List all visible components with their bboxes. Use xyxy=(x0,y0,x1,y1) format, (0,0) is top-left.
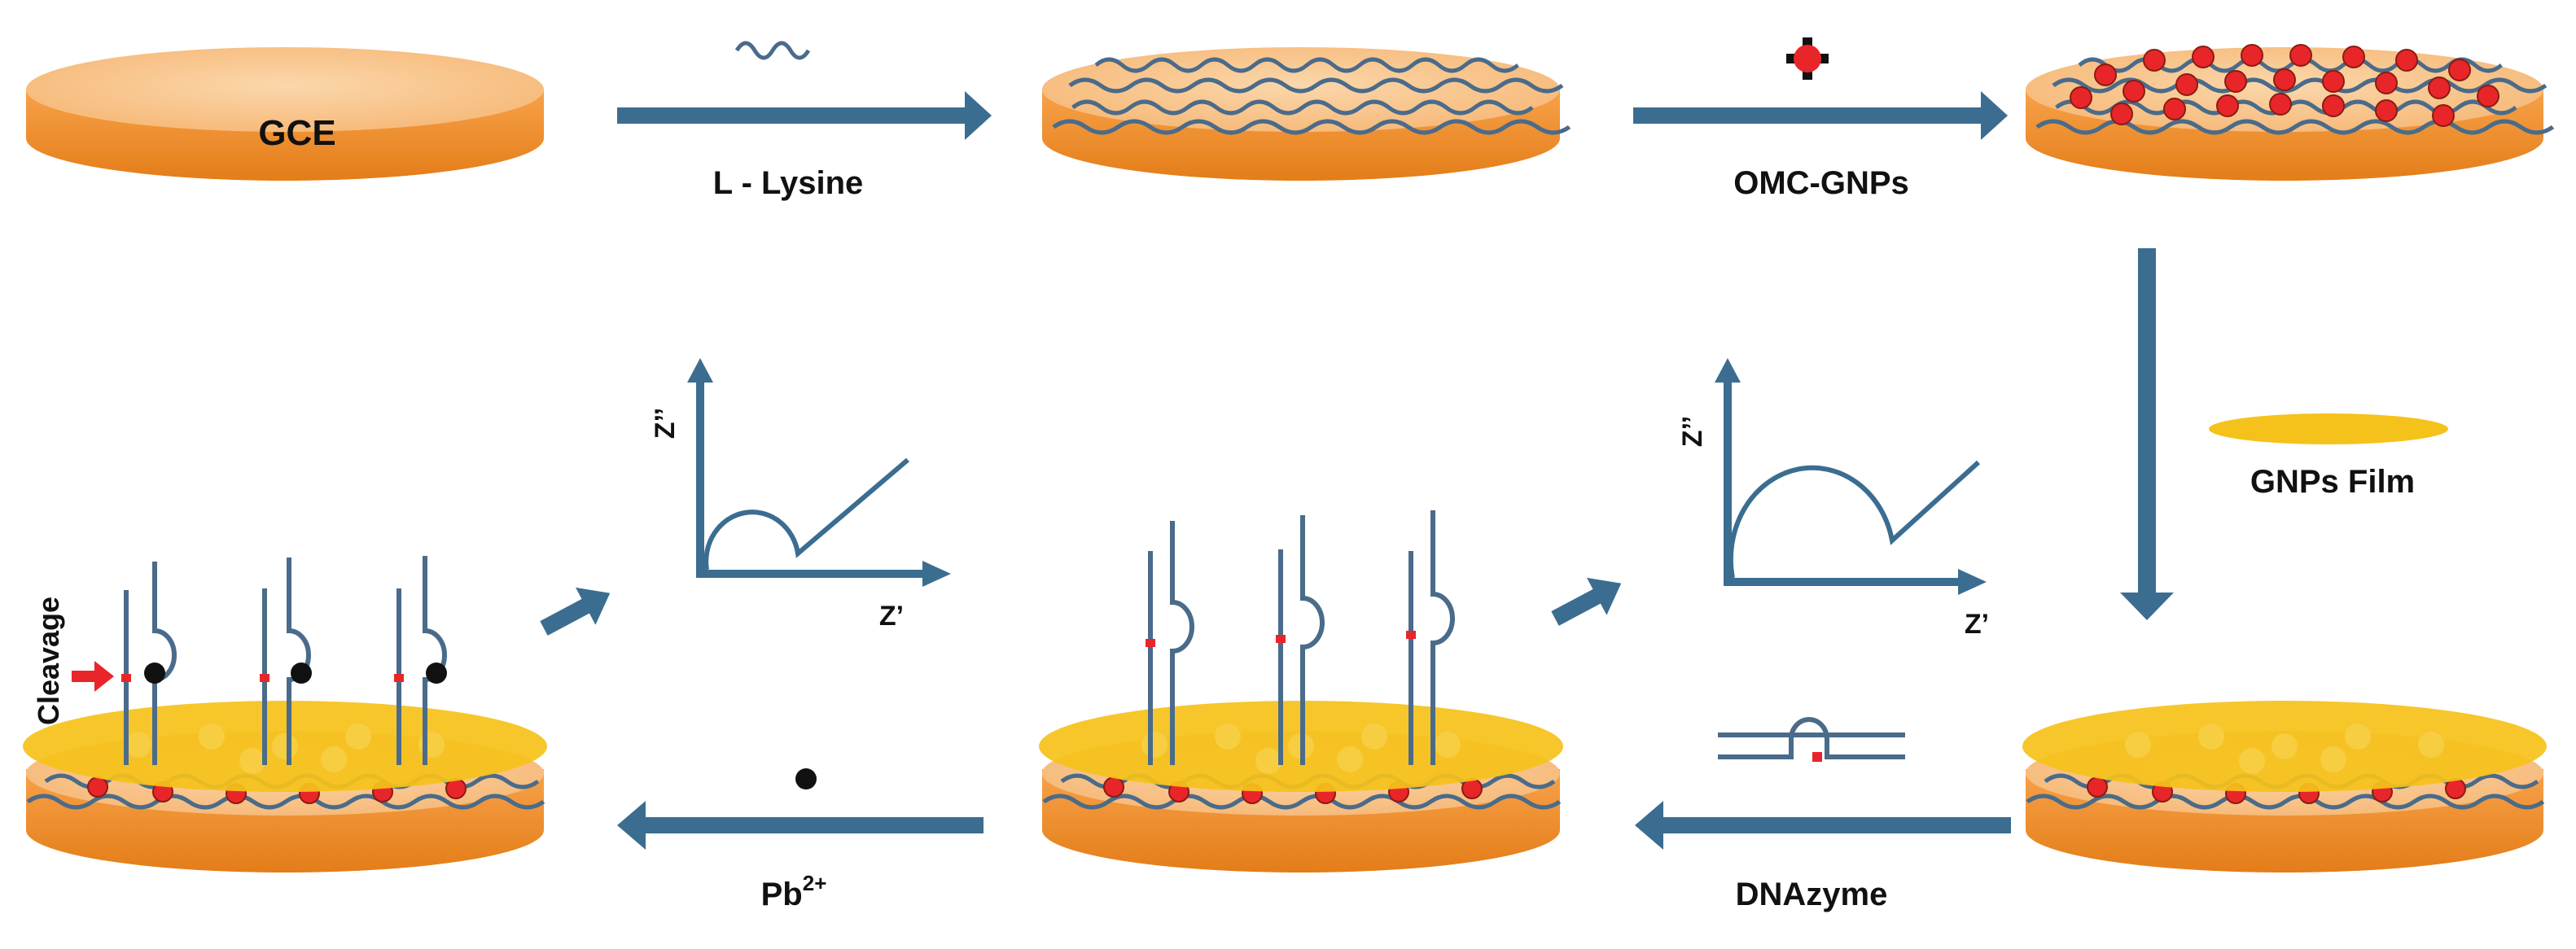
gold-film-icon xyxy=(2209,413,2448,444)
eis-right-y-label: Z’’ xyxy=(1677,416,1708,447)
electrode-label: GCE xyxy=(258,113,335,153)
nanoparticle-layer xyxy=(2070,44,2499,127)
step2-label: OMC-GNPs xyxy=(1733,165,1909,201)
eis-plot-intact xyxy=(1715,358,1987,595)
eis-left-x-label: Z’ xyxy=(879,601,904,632)
step1-label: L - Lysine xyxy=(713,165,864,201)
step2-arrow xyxy=(1633,91,2008,140)
dnazyme-strands xyxy=(1148,510,1455,765)
eis-left-y-label: Z’’ xyxy=(650,408,681,439)
step5-label: Pb2+ xyxy=(761,871,827,912)
lead-ion-icon xyxy=(795,768,817,789)
step4-arrow xyxy=(1635,801,2011,850)
step5-arrow xyxy=(617,801,984,850)
eis-arrow-right xyxy=(1551,577,1622,626)
lysine-icon xyxy=(734,41,811,60)
cleavage-pointer-arrow xyxy=(72,661,114,692)
cleavage-label: Cleavage xyxy=(32,597,65,725)
step1-arrow xyxy=(617,91,992,140)
eis-plot-cleaved xyxy=(687,358,951,587)
dnazyme-modified-disc xyxy=(1039,510,1563,872)
cleaved-electrode-disc xyxy=(23,556,547,872)
omc-gnp-icon xyxy=(1786,37,1829,80)
bound-lead-ions xyxy=(144,663,447,684)
step4-label: DNAzyme xyxy=(1736,877,1888,912)
eis-right-x-label: Z’ xyxy=(1965,609,1989,640)
step3-label: GNPs Film xyxy=(2250,464,2415,500)
omc-gnps-disc xyxy=(2026,44,2553,181)
eis-arrow-left xyxy=(540,587,611,636)
dnazyme-icon xyxy=(1718,717,1905,762)
step3-arrow xyxy=(2120,248,2174,620)
bare-gce-disc xyxy=(26,47,544,181)
gnps-film-disc xyxy=(2022,701,2547,872)
lysine-coated-disc xyxy=(1042,47,1570,181)
